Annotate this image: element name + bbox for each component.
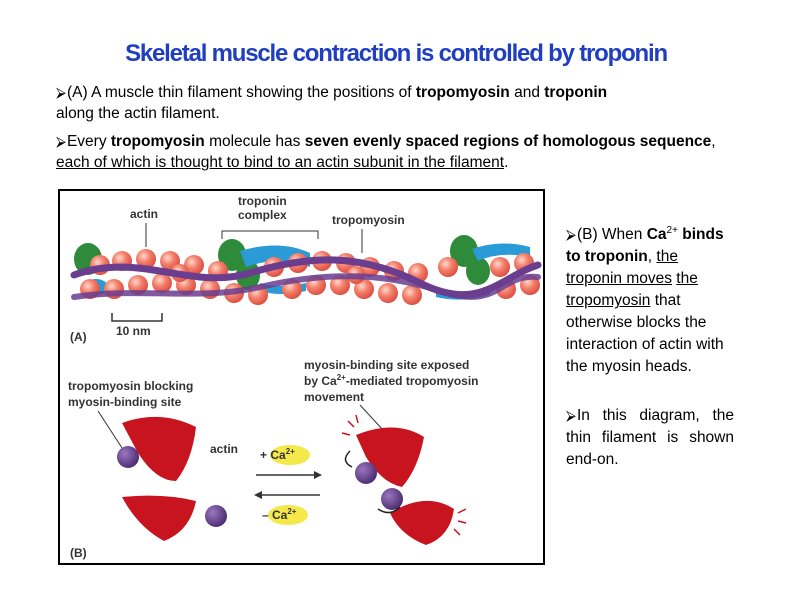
thin-filament-figure: actin troponin complex tropomyosin [58,189,545,565]
superscript: 2+ [666,225,678,236]
bullet-text: and [509,84,545,101]
actin-myosin-blocked [117,416,227,541]
term-binds-troponin: binds to troponin [566,226,724,266]
label-minus-ca: – Ca2+ [262,507,297,522]
label-tropomyosin: tropomyosin [332,213,405,227]
side-note-calcium: ⮚(B) When Ca2+ binds to troponin, the tr… [566,220,734,378]
bullet-text: Every [66,133,111,150]
term-troponin: troponin [544,84,608,101]
term-tropomyosin: tropomyosin [415,84,510,101]
label-ca-mediated: by Ca2+-mediated tropomyosin [304,373,479,388]
ca-highlight [270,445,310,465]
scale-bar [111,313,163,322]
label-plus-ca: + Ca2+ [260,447,295,462]
label-troponin: troponin [238,194,287,208]
arrow-bullet-icon: ⮚ [56,84,66,100]
underlined-statement: each of which is thought to bind to an a… [56,154,505,171]
leader-line [359,404,385,432]
arrowhead-icon [254,491,262,499]
label-actin-b: actin [210,442,238,456]
bullet-text: . [504,154,509,171]
label-scale: 10 nm [116,324,151,338]
actin-myosin-exposed [341,414,467,545]
side-text: (B) When [576,226,647,244]
tropomyosin-strand [70,256,542,299]
arrow-bullet-icon: ⮚ [56,133,66,149]
label-site-exposed: myosin-binding site exposed [304,358,469,372]
bullet-text: , [711,133,716,150]
arrow-bullet-icon: ⮚ [566,407,576,423]
label-movement: movement [304,390,364,404]
arrowhead-icon [314,471,322,479]
term-homologous-regions: seven evenly spaced regions of homologou… [304,133,712,150]
bullet-text: molecule has [204,133,305,150]
tropomyosin-strand [71,273,541,300]
bullet-tropomyosin-regions: ⮚Every tropomyosin molecule has seven ev… [56,131,746,173]
label-complex: complex [238,208,287,222]
label-binding-site: myosin-binding site [68,395,182,409]
term-calcium: Ca [646,226,667,244]
side-note-end-on: ⮚In this diagram, the thin filament is s… [566,404,734,471]
ca-highlight [268,505,308,525]
underlined-statement: the troponin moves [566,248,678,288]
bullet-filament-description: ⮚(A) A muscle thin filament showing the … [56,82,746,124]
bullet-text: along the actin filament. [56,105,220,122]
arrow-bullet-icon: ⮚ [566,226,576,243]
side-text: that otherwise blocks the interaction of… [566,292,724,376]
label-blocking: tropomyosin blocking [68,379,193,393]
slide-title: Skeletal muscle contraction is controlle… [125,40,668,67]
figure-illustration: actin troponin complex tropomyosin [68,194,542,560]
bullet-text: (A) A muscle thin filament showing the p… [66,84,416,101]
term-tropomyosin: tropomyosin [110,133,205,150]
troponin-bracket [221,230,319,239]
underlined-statement: the tropomyosin [566,270,698,310]
leader-line [97,410,125,452]
side-text: In this diagram, the thin filament is sh… [566,407,734,468]
panel-label-b: (B) [70,546,87,560]
panel-label-a: (A) [70,330,87,344]
side-text: , [647,248,657,266]
label-actin: actin [130,207,158,221]
